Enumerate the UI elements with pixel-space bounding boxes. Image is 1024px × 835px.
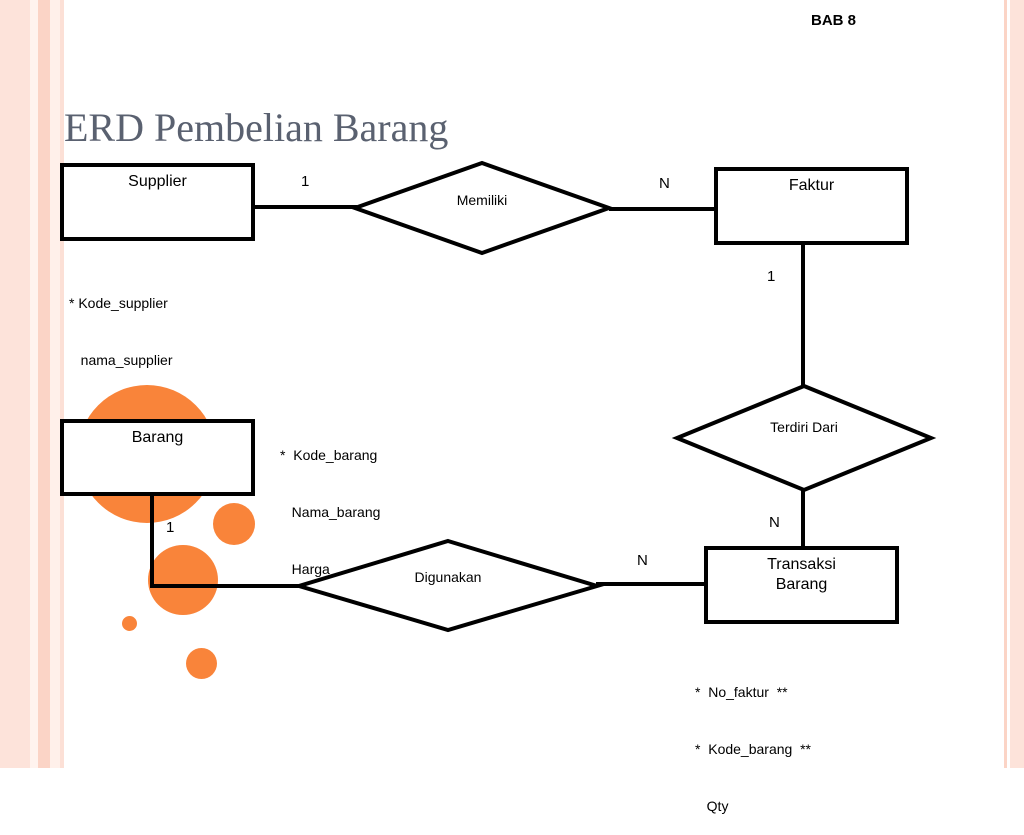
background-stripe (38, 0, 50, 768)
entity-barang-box (60, 419, 255, 496)
background-stripe (0, 0, 30, 768)
attribute-item: * Kode_barang (280, 447, 378, 463)
attributes-barang: * Kode_barang Nama_barang Harga (280, 408, 380, 598)
background-stripe (50, 0, 60, 768)
connector-barang-digunakan (150, 494, 300, 588)
decorative-circle (213, 503, 255, 545)
relationship-digunakan-diamond (292, 538, 604, 633)
entity-transaksi-box (704, 546, 899, 624)
background-stripe (1004, 0, 1007, 768)
decorative-circle (148, 545, 218, 615)
entity-faktur-label: Faktur (788, 177, 835, 194)
attribute-item: Harga (280, 561, 330, 577)
attribute-item: Qty (695, 798, 729, 814)
attribute-item: Nama_barang (280, 504, 381, 520)
entity-barang-label: Barang (131, 429, 184, 446)
attribute-item: * Kode_barang ** (695, 741, 811, 757)
cardinality-terdiri-transaksi: N (769, 514, 780, 531)
attributes-transaksi: * No_faktur ** * Kode_barang ** Qty (695, 645, 811, 835)
attribute-item: * Kode_supplier (69, 295, 168, 311)
cardinality-barang-digunakan: 1 (166, 519, 175, 536)
background-stripe (60, 0, 64, 768)
cardinality-memiliki-faktur: N (659, 175, 670, 192)
relationship-digunakan-label: Digunakan (414, 569, 482, 585)
entity-faktur-box (714, 167, 909, 245)
entity-transaksi-label-line1: Transaksi (767, 556, 836, 573)
slide-title: ERD Pembelian Barang (64, 105, 449, 150)
cardinality-faktur-terdiri: 1 (767, 268, 776, 285)
chapter-label: BAB 8 (811, 12, 857, 29)
relationship-memiliki-label: Memiliki (456, 192, 508, 208)
background-stripe (1010, 0, 1024, 768)
relationship-memiliki-diamond (349, 160, 615, 256)
relationship-terdiri-dari-label: Terdiri Dari (770, 419, 838, 435)
attribute-item: * No_faktur ** (695, 684, 788, 700)
erd-diagram (60, 160, 937, 633)
entity-transaksi-label-line2: Barang (775, 576, 828, 593)
entity-supplier-box (60, 163, 255, 241)
cardinality-supplier-memiliki: 1 (301, 173, 310, 190)
attributes-supplier: * Kode_supplier nama_supplier (69, 256, 173, 389)
attribute-item: nama_supplier (69, 352, 173, 368)
relationship-terdiri-dari-diamond (671, 383, 937, 493)
background-stripe (30, 0, 38, 768)
entity-transaksi-label: Transaksi Barang (706, 555, 897, 595)
cardinality-digunakan-transaksi: N (637, 552, 648, 569)
decorative-circle (186, 648, 217, 679)
decorative-circle (122, 616, 137, 631)
entity-supplier-label: Supplier (128, 173, 187, 190)
